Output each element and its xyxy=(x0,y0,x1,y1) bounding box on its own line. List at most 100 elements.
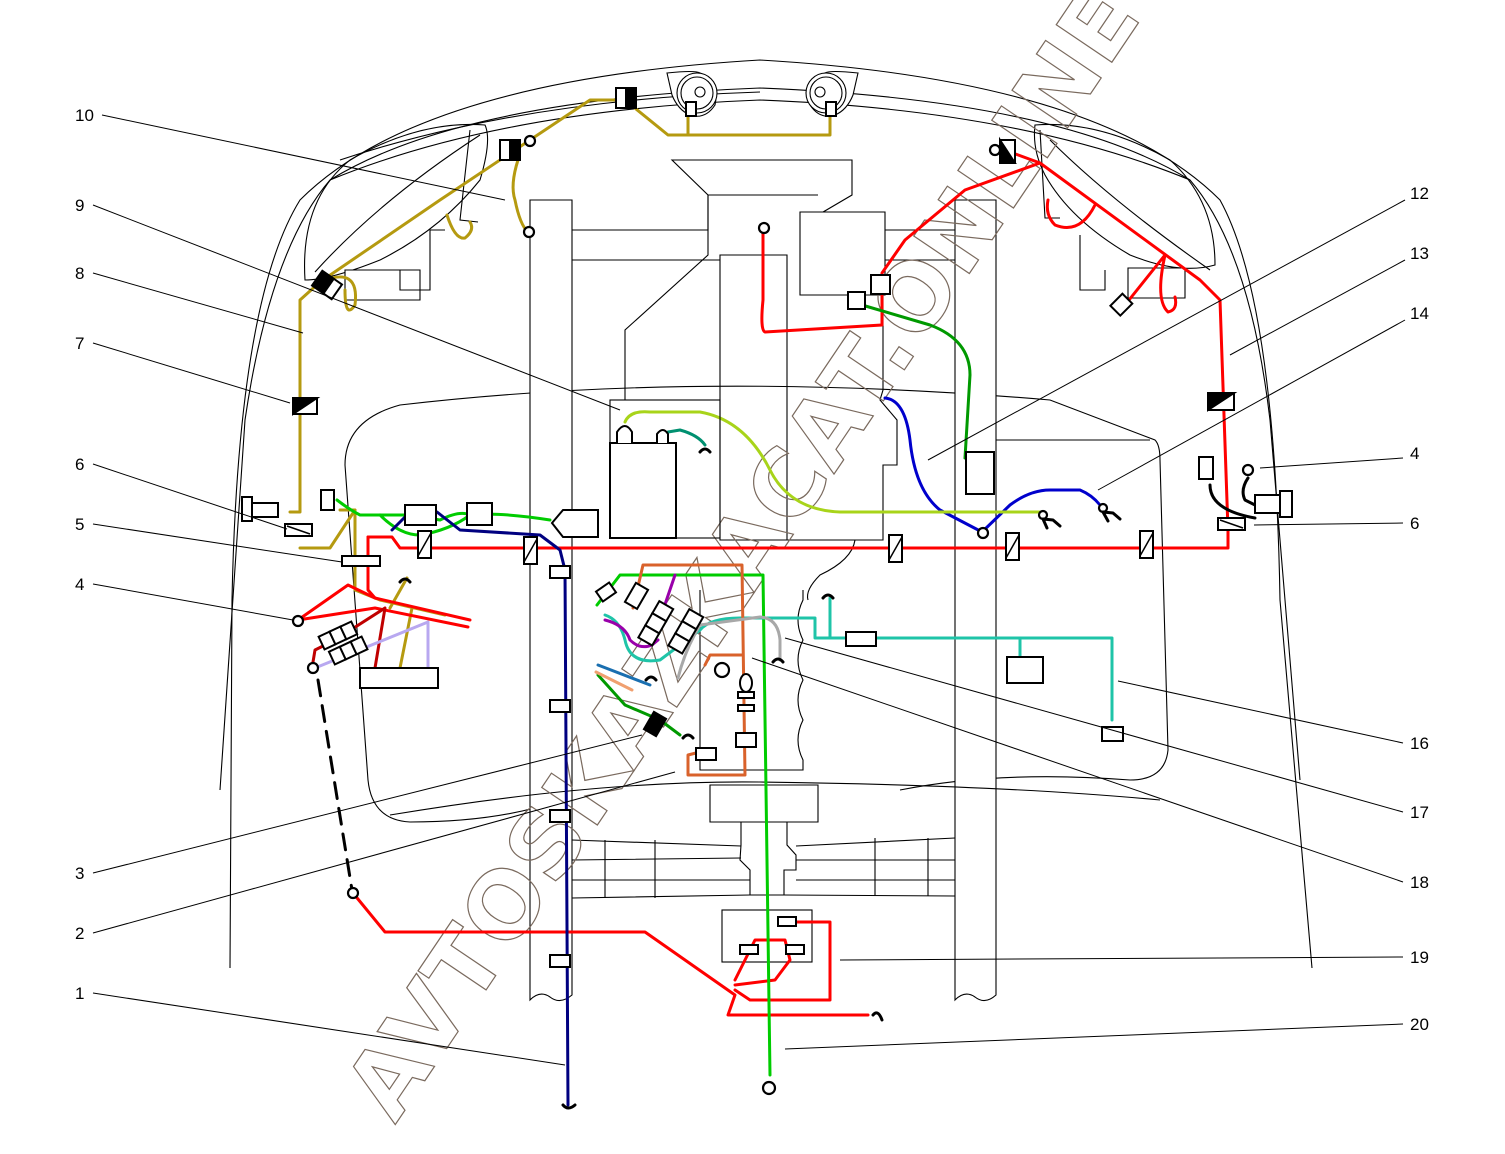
connector-icon xyxy=(310,269,344,301)
callout-5: 5 xyxy=(75,515,84,534)
wire-olive-loop2 xyxy=(445,213,474,240)
connector-icon xyxy=(888,534,903,563)
connector-icon xyxy=(1006,656,1044,684)
connector-icon xyxy=(735,732,757,748)
connector-icon xyxy=(284,523,313,537)
connector-icon xyxy=(999,136,1017,164)
connector-icon xyxy=(623,581,650,611)
wire-red-left-b xyxy=(296,583,470,629)
connector-icon xyxy=(251,502,279,518)
connector-icon xyxy=(1005,532,1020,561)
connector-icon xyxy=(1139,530,1154,559)
wire-dark-teal xyxy=(666,428,707,447)
connector-icon xyxy=(549,565,571,579)
callout-12: 12 xyxy=(1410,184,1429,203)
wire-peach xyxy=(594,670,634,692)
lamp-socket-icon xyxy=(737,673,755,712)
callout-1: 1 xyxy=(75,984,84,1003)
wire-black-right xyxy=(1208,476,1257,520)
wire-darkgreen-right xyxy=(860,303,972,460)
wire-olive-branch xyxy=(388,576,414,670)
ground-terminal-icon xyxy=(988,143,1002,157)
relay-icon xyxy=(777,916,797,927)
callout-4-right: 4 xyxy=(1410,444,1419,463)
relay-icon xyxy=(739,944,759,955)
wire-darkgreen-lower xyxy=(596,673,682,737)
components xyxy=(241,70,1293,1110)
switch-plug-icon xyxy=(1097,502,1122,523)
callout-14: 14 xyxy=(1410,304,1429,323)
horn-icon xyxy=(666,70,718,117)
ground-terminal-icon xyxy=(523,134,537,148)
wire-olive-drop xyxy=(511,158,530,234)
connector-icon xyxy=(549,809,571,823)
wire-olive-loop1 xyxy=(318,275,358,312)
connector-icon xyxy=(1217,517,1246,531)
fuse-block-icon xyxy=(359,667,439,689)
connector-icon xyxy=(636,599,675,647)
horn-icon xyxy=(805,70,859,117)
callout-4-left: 4 xyxy=(75,575,84,594)
fuse-block-icon xyxy=(341,555,381,567)
wire-black-dashed xyxy=(316,678,354,892)
wire-green-top xyxy=(335,498,552,522)
wire-steel-blue xyxy=(596,663,652,687)
callout-9: 9 xyxy=(75,196,84,215)
battery-icon xyxy=(609,399,721,539)
connector-icon xyxy=(695,747,717,761)
wire-break-icon xyxy=(398,447,884,1110)
lamp-socket-icon xyxy=(550,509,599,538)
ground-terminal-icon xyxy=(522,225,536,239)
callouts: 10 9 8 7 6 5 4 3 2 1 12 13 14 4 6 16 17 … xyxy=(75,106,1429,1066)
connector-icon xyxy=(404,504,437,526)
relay-icon xyxy=(785,944,805,955)
ground-terminal-icon xyxy=(713,661,731,679)
callout-6-left: 6 xyxy=(75,455,84,474)
ground-terminal-icon xyxy=(291,614,305,628)
connector-icon xyxy=(845,631,877,647)
ground-terminal-icon xyxy=(346,886,360,900)
ground-terminal-icon xyxy=(761,1080,777,1096)
wire-red-right-1 xyxy=(760,161,1042,334)
connector-icon xyxy=(320,489,335,511)
wire-red-right-3 xyxy=(1123,253,1178,314)
wire-red-right-2 xyxy=(1045,198,1097,229)
wire-yellow-green xyxy=(623,410,1042,514)
callout-3: 3 xyxy=(75,864,84,883)
ground-terminal-icon xyxy=(1241,463,1255,477)
connector-icon xyxy=(549,699,571,713)
connector-icon xyxy=(666,607,705,655)
connector-icon xyxy=(870,274,891,295)
ground-terminal-icon xyxy=(306,661,320,675)
callout-2: 2 xyxy=(75,924,84,943)
connector-icon xyxy=(292,397,321,416)
connector-icon xyxy=(417,530,432,559)
callout-19: 19 xyxy=(1410,948,1429,967)
callout-16: 16 xyxy=(1410,734,1429,753)
connector-icon xyxy=(615,87,637,109)
wire-orange xyxy=(631,563,747,777)
wire-olive-horns xyxy=(298,508,357,550)
callout-7: 7 xyxy=(75,334,84,353)
connector-icon xyxy=(1101,726,1124,742)
connector-icon xyxy=(594,581,618,603)
ground-terminal-icon xyxy=(757,221,771,235)
connector-icon xyxy=(1198,456,1214,480)
connector-icon xyxy=(241,496,253,522)
callout-18: 18 xyxy=(1410,873,1429,892)
connector-icon xyxy=(549,954,571,968)
ground-terminal-icon xyxy=(976,526,990,540)
callout-10: 10 xyxy=(75,106,94,125)
wire-gray xyxy=(676,615,782,680)
connector-icon xyxy=(1254,494,1282,514)
connector-icon xyxy=(523,536,538,565)
connector-icon xyxy=(965,451,995,495)
callout-13: 13 xyxy=(1410,244,1429,263)
connector-icon xyxy=(1108,292,1134,318)
connector-icon xyxy=(642,710,668,738)
connector-icon xyxy=(466,502,493,526)
connector-icon xyxy=(1279,490,1293,518)
callout-17: 17 xyxy=(1410,803,1429,822)
car-body-outline xyxy=(219,59,1313,1002)
